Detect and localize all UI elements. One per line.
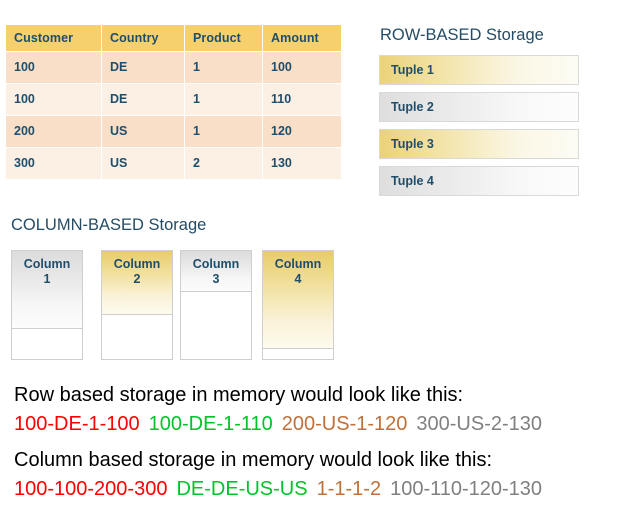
column-label-word: Column (192, 257, 240, 271)
table-cell: 100 (6, 52, 101, 83)
table-cell: 110 (263, 84, 341, 115)
column-label-word: Column (274, 257, 322, 271)
table-cell: 100 (6, 84, 101, 115)
table-cell: US (102, 148, 184, 179)
table-cell: DE (102, 52, 184, 83)
table-column-header: Customer (6, 25, 101, 51)
table-column-header: Product (185, 25, 262, 51)
value-segment: 100-110-120-130 (390, 478, 543, 500)
table-cell: 200 (6, 116, 101, 147)
column-fill (263, 251, 333, 350)
column-label-number: 3 (212, 272, 220, 286)
row-storage-heading: ROW-BASED Storage (380, 26, 544, 44)
column-explanation-values: 100-100-200-300 DE-DE-US-US 1-1-1-2 100-110… (14, 475, 634, 503)
tuple-label: Tuple 1 (391, 63, 434, 77)
table-column-header: Amount (263, 25, 341, 51)
row-explanation-caption: Row based storage in memory would look l… (14, 384, 464, 406)
table-cell: DE (102, 84, 184, 115)
value-segment: DE-DE-US-US (176, 478, 308, 500)
row-storage-explanation: Row based storage in memory would look l… (14, 382, 634, 438)
tuple-label: Tuple 4 (391, 174, 434, 188)
row-explanation-values: 100-DE-1-100 100-DE-1-110 200-US-1-120 300-… (14, 410, 634, 438)
column-fill (102, 251, 172, 315)
table-cell: 130 (263, 148, 341, 179)
column-label-number: 2 (133, 272, 141, 286)
tuple-bar: Tuple 4 (379, 166, 579, 196)
value-segment: 1-1-1-2 (316, 478, 382, 500)
tuple-label: Tuple 2 (391, 100, 434, 114)
column-label-word: Column (23, 257, 71, 271)
column-fill (181, 251, 251, 293)
column-label-number: 1 (43, 272, 51, 286)
column-label-number: 4 (294, 272, 302, 286)
column-storage-explanation: Column based storage in memory would loo… (14, 447, 634, 503)
column-storage-heading: COLUMN-BASED Storage (11, 216, 207, 234)
table-cell: 1 (185, 116, 262, 147)
tuple-list: Tuple 1 Tuple 2 Tuple 3 Tuple 4 (379, 55, 579, 203)
column-explanation-caption: Column based storage in memory would loo… (14, 449, 492, 471)
value-segment: 300-US-2-130 (416, 413, 543, 435)
tuple-label: Tuple 3 (391, 137, 434, 151)
value-segment: 100-DE-1-100 (14, 413, 140, 435)
tuple-bar: Tuple 2 (379, 92, 579, 122)
table-cell: 120 (263, 116, 341, 147)
tuple-bar: Tuple 1 (379, 55, 579, 85)
table-cell: 1 (185, 84, 262, 115)
table-cell: 1 (185, 52, 262, 83)
table-cell: US (102, 116, 184, 147)
value-segment: 100-100-200-300 (14, 478, 168, 500)
value-segment: 200-US-1-120 (281, 413, 408, 435)
table-cell: 100 (263, 52, 341, 83)
column-fill (12, 251, 82, 329)
table-cell: 2 (185, 148, 262, 179)
tuple-bar: Tuple 3 (379, 129, 579, 159)
table-column-header: Country (102, 25, 184, 51)
value-segment: 100-DE-1-110 (148, 413, 273, 435)
table-cell: 300 (6, 148, 101, 179)
column-label-word: Column (113, 257, 161, 271)
